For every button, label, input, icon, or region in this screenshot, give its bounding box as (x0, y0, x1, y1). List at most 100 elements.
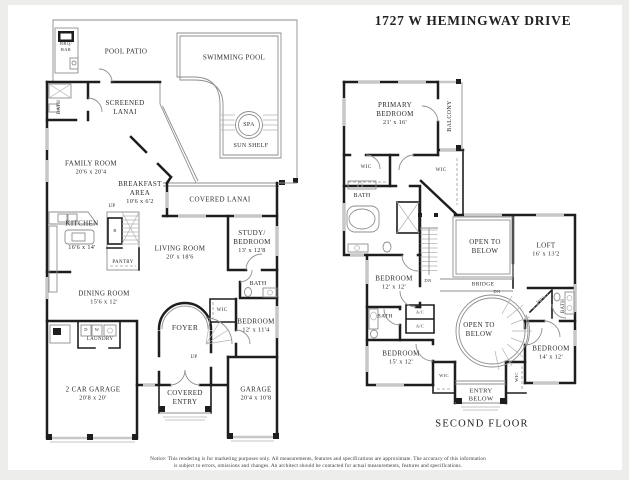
label-line: BATH (249, 281, 267, 288)
label-wic-left: WIC (361, 165, 372, 172)
pool-area-drawing (52, 19, 298, 187)
label-dn-spiral: DN (493, 289, 500, 295)
label-foyer: FOYER (172, 323, 198, 333)
label-bridge: BRIDGE (472, 281, 495, 288)
label-line: POOL PATIO (104, 47, 148, 56)
spa-circle (235, 111, 263, 139)
foyer-spiral-stairs (205, 317, 233, 345)
disclaimer-line-2: is subject to errors, omissions and chan… (173, 463, 463, 469)
label-dryer: D (84, 327, 88, 333)
label-line: UP (108, 203, 116, 209)
label-line: DINING ROOM (78, 289, 130, 298)
second-floor-details (346, 79, 575, 411)
label-line: SCREENED (105, 98, 145, 107)
refrigerator-box (107, 217, 123, 245)
label-line: R (113, 228, 117, 234)
label-line: BEDROOM (237, 317, 275, 326)
shower (396, 201, 420, 234)
label-line: SPA (243, 122, 255, 129)
label-line: LOFT (536, 241, 556, 250)
label-line: BEDROOM (375, 274, 413, 283)
label-line: 20'4 x 10'8 (240, 394, 272, 402)
label-line: 13' x 12'8 (238, 247, 266, 255)
label-line: BREAKFAST (118, 179, 162, 188)
label-bath-primary: BATH (353, 193, 370, 201)
label-line: PRIMARY (378, 100, 412, 109)
label-line: 12' x 11'4 (242, 326, 270, 334)
label-line: A/C (415, 309, 425, 315)
label-bath-right: BATH (249, 281, 266, 289)
label-line: BELOW (468, 396, 494, 403)
label-line: LAUNDRY (86, 336, 114, 342)
label-line: WIC (439, 373, 449, 379)
label-line: BATH (353, 193, 371, 200)
label-sun-shelf: SUN SHELF (234, 143, 269, 151)
label-kitchen: KITCHEN (65, 219, 98, 228)
label-ac-lower: A/C (416, 323, 424, 328)
label-refrigerator: R (113, 228, 116, 234)
label-line: BEDROOM (376, 109, 414, 118)
label-line: 20'8 x 20' (79, 394, 107, 402)
label-bath-top-left: BATH (57, 100, 64, 114)
label-balcony: BALCONY (447, 100, 455, 131)
label-line: FAMILY ROOM (65, 159, 117, 168)
label-line: FOYER (171, 323, 199, 333)
label-line: 10'6 x 6'2 (126, 198, 154, 206)
label-line: COVERED (167, 388, 203, 397)
label-bbq-bar: BBQ/BAR (60, 41, 72, 53)
label-line: BALCONY (447, 100, 454, 132)
label-line: BEDROOM (233, 237, 271, 246)
page-title: 1727 W HEMINGWAY DRIVE (374, 13, 572, 28)
swimming-pool-outline (176, 32, 282, 159)
label-line: BELOW (471, 247, 499, 255)
label-line: COVERED LANAI (189, 195, 251, 204)
disclaimer-line-1: Notice: This rendering is for marketing … (150, 456, 486, 462)
label-line: BRIDGE (471, 281, 495, 288)
label-line: BAR (60, 47, 72, 52)
label-line: WIC (514, 372, 520, 382)
label-ac-upper: A/C (416, 309, 424, 314)
label-line: WIC (216, 307, 228, 313)
second-floor-caption: SECOND FLOOR (435, 418, 529, 430)
label-laundry: LAUNDRY (87, 337, 114, 344)
stairs-block (106, 211, 140, 271)
label-line: PANTRY (112, 259, 134, 265)
kitchen-counter (48, 211, 98, 225)
label-line: BATH (377, 313, 393, 320)
second-floor-windows (342, 80, 577, 387)
label-line: W (94, 327, 100, 333)
label-line: 15' x 12' (389, 358, 413, 366)
tub-platform (346, 205, 380, 233)
label-line: GARAGE (240, 385, 272, 394)
label-kitchen-dims: 16'6 x 14' (68, 244, 95, 252)
label-line: BEDROOM (382, 349, 420, 358)
label-line: LIVING ROOM (154, 244, 206, 253)
label-line: BELOW (465, 330, 493, 338)
label-line: BATH (560, 298, 566, 314)
label-dn-stairs: DN (424, 278, 431, 284)
label-covered-lanai: COVERED LANAI (189, 195, 250, 204)
label-up-kitchen-stairs: UP (108, 204, 115, 211)
label-line: 14' x 12' (539, 353, 563, 361)
label-line: 21' x 16' (383, 119, 407, 127)
label-line: OPEN TO (463, 320, 495, 329)
label-line: WIC (360, 164, 372, 170)
label-bath-hall: BATH (377, 313, 393, 320)
label-pantry: PANTRY (112, 260, 133, 267)
label-line: 15'6 x 12' (90, 298, 118, 306)
label-line: 2 CAR GARAGE (65, 385, 121, 394)
